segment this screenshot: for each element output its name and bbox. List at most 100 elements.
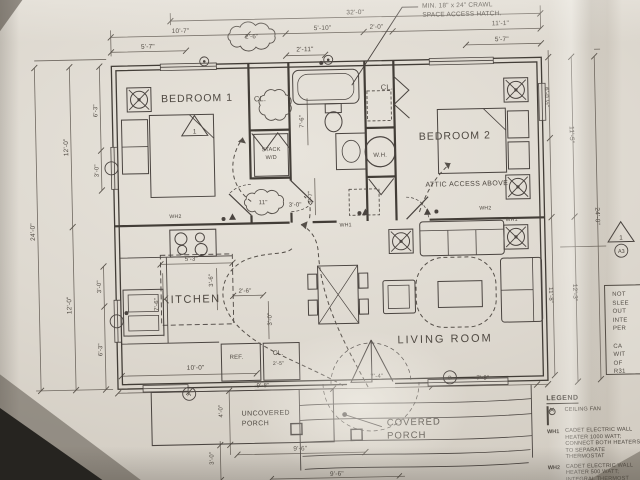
- bedroom1-door: [228, 193, 252, 216]
- crawl-space-note: SPACE ACCESS HATCH.: [422, 10, 501, 19]
- dimension-label: 5'-7": [495, 36, 510, 43]
- bathtub: [292, 68, 360, 105]
- revision-note: 11": [259, 200, 268, 206]
- revision-cloud: [244, 188, 285, 216]
- fixture-label: STACK: [262, 147, 281, 153]
- dimension-label: 6'-3": [98, 343, 104, 356]
- dimension-label: 3'-0": [94, 164, 100, 177]
- window: [113, 299, 122, 343]
- bathroom-fixtures: [292, 68, 368, 171]
- dimension-label: 10'-0": [187, 364, 205, 371]
- armchair: [382, 279, 417, 315]
- plan-marker: [104, 161, 119, 176]
- dimension-label: 3'-6": [209, 274, 215, 287]
- dimension-label: 12'-0": [66, 296, 73, 314]
- dimension-label: 6'-3": [93, 104, 99, 117]
- circulation-paths: [222, 90, 497, 388]
- plan-marker: [109, 314, 124, 329]
- revision-clouds: [227, 21, 292, 216]
- paper-crease: [592, 0, 622, 480]
- svg-text:1: 1: [619, 235, 623, 242]
- crawl-hatch: [366, 90, 392, 122]
- dimension-label: 2'-6": [239, 288, 252, 294]
- dining-table: [307, 264, 370, 325]
- plan-marker: [199, 56, 210, 67]
- dresser: [120, 119, 150, 175]
- path-arrows: [237, 137, 451, 230]
- dimension-label: 11'-8": [547, 287, 553, 303]
- bath-door: [290, 180, 314, 203]
- dimension-label: 3'-0": [209, 452, 215, 465]
- plan-marker: [221, 217, 226, 222]
- dimension-label: 24'-0": [593, 207, 600, 225]
- plan-marker: 1: [607, 220, 636, 243]
- plan-marker: [229, 213, 237, 220]
- dimension-label: 32'-0": [346, 9, 364, 16]
- plan-marker: 1: [180, 114, 209, 137]
- wall-heater-tag: WH1: [340, 222, 352, 228]
- dimension-label: 3'-0": [97, 280, 103, 293]
- water-heater: [364, 136, 396, 168]
- kitchen-sink: [122, 288, 165, 337]
- wall-heater-tag: WH2: [479, 205, 491, 211]
- dimension-label: 7'-6": [154, 298, 160, 311]
- revision-cloud: [227, 21, 276, 52]
- dimension-label: 7'-6": [299, 115, 305, 128]
- vanity-sink: [335, 132, 368, 171]
- window: [142, 384, 189, 393]
- window: [428, 56, 494, 66]
- plan-marker: [323, 54, 334, 65]
- kitchen-island: [159, 253, 235, 326]
- dimension-label: 5'-3": [185, 257, 198, 263]
- nightstand: [506, 110, 530, 139]
- fixture-label: W/D: [266, 155, 277, 161]
- room-label: BEDROOM 1: [161, 92, 233, 106]
- plan-marker: [357, 211, 362, 216]
- window: [110, 146, 119, 190]
- plan-marker: [434, 209, 439, 214]
- coffee-table: [437, 280, 483, 309]
- room-label: KITCHEN: [162, 293, 221, 306]
- sofa: [419, 219, 505, 257]
- dimension-label: 4'-0": [218, 405, 224, 418]
- bedroom2-door: [406, 196, 429, 220]
- plan-marker: A: [182, 386, 197, 401]
- bed-2: [436, 107, 508, 175]
- dimension-label: 3'-7": [308, 191, 314, 204]
- cooktop: [169, 228, 217, 258]
- wall-heater-tag: WH1: [505, 217, 517, 223]
- toilet: [324, 103, 343, 133]
- svg-text:A: A: [187, 392, 191, 398]
- closet2-bifold: [393, 76, 410, 119]
- area-label: ATTIC ACCESS ABOVE: [425, 180, 508, 189]
- plan-marker: [361, 208, 369, 216]
- paper-fold-highlight: [548, 0, 606, 480]
- flash-highlight: [250, 330, 470, 480]
- living-room-furniture: [307, 219, 544, 325]
- dimension-label: 7'-9": [476, 375, 489, 381]
- dimension-label: 3'-0": [268, 313, 274, 326]
- loveseat: [499, 256, 544, 323]
- dimension-label: 24'-0": [30, 223, 37, 241]
- fixture-label: W.H.: [373, 153, 387, 159]
- dimension-label: 12'-0": [63, 138, 70, 156]
- dimension-label: 2'-11": [296, 46, 314, 53]
- interior-walls: [114, 60, 545, 228]
- plan-marker: [319, 60, 324, 65]
- dimension-label: 2'-0": [370, 24, 385, 31]
- dimension-label: 10'-7": [172, 28, 190, 35]
- crawl-note-leader: [351, 6, 419, 86]
- room-label: BEDROOM 2: [419, 129, 491, 143]
- dimension-label: 5'-7": [141, 43, 156, 50]
- svg-text:A3: A3: [618, 249, 625, 255]
- nightstand: [507, 141, 531, 170]
- revision-cloud: [258, 89, 292, 121]
- washer-dryer: [253, 133, 290, 177]
- fixture-label: REF.: [229, 355, 243, 361]
- wh-closet-bifold: [368, 178, 395, 196]
- crawl-space-note: MIN. 18" x 24" CRAWL: [422, 1, 493, 9]
- fixture-label: CL.: [254, 94, 266, 103]
- dimension-label: 11'-1": [492, 20, 510, 27]
- window: [538, 82, 547, 121]
